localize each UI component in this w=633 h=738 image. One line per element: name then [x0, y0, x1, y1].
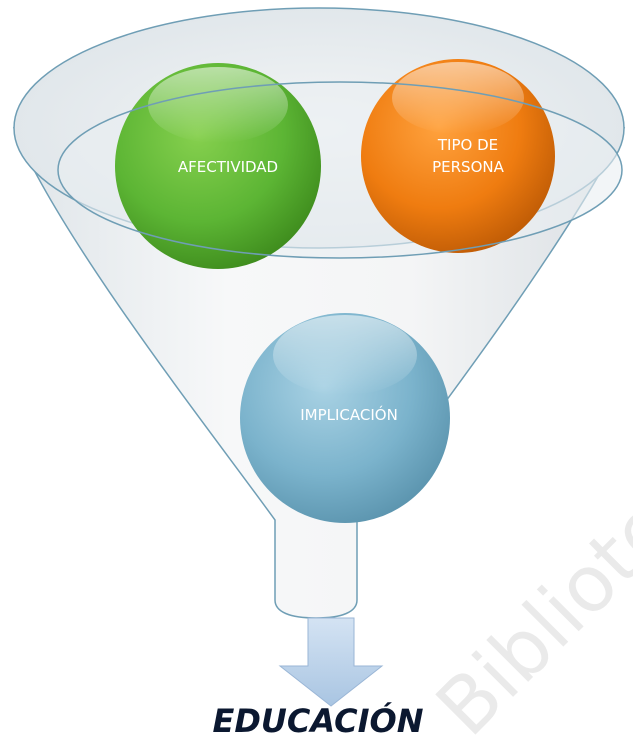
label-afectividad: AFECTIVIDAD [178, 158, 278, 176]
funnel-opening-edge [57, 81, 623, 259]
output-label: EDUCACIÓN [212, 701, 423, 738]
watermark: Bibliote [420, 482, 633, 738]
label-tipo-de-persona-line1: TIPO DE [437, 136, 498, 154]
down-arrow-icon [278, 617, 384, 707]
circle-tipo-de-persona [361, 59, 555, 253]
label-tipo-de-persona-line2: PERSONA [432, 158, 504, 176]
circle-implicacion [240, 313, 450, 523]
label-implicacion: IMPLICACIÓN [300, 405, 398, 424]
